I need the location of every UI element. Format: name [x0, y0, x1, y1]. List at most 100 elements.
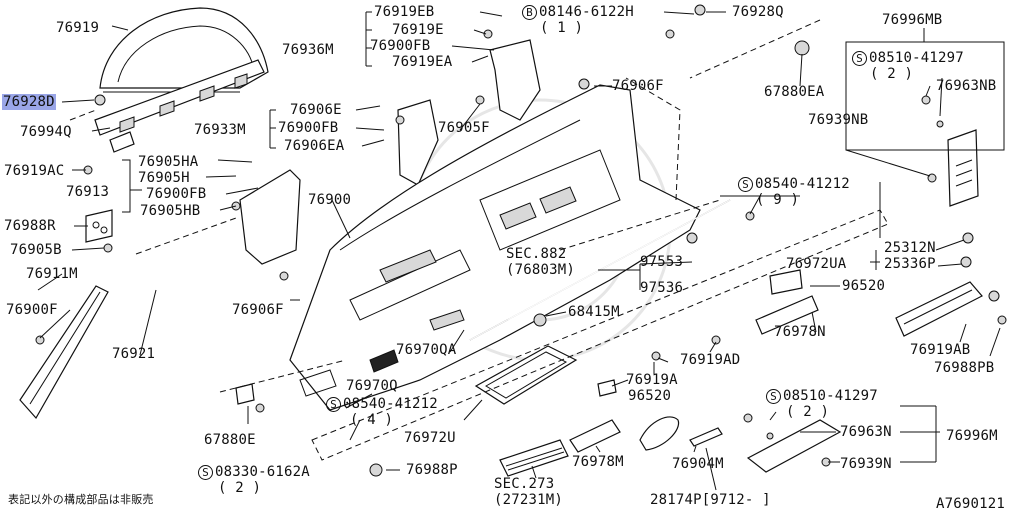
circle-s-icon: S — [738, 177, 753, 192]
label-s08540-a-qty: ( 9 ) — [756, 192, 800, 208]
circle-b-icon: B — [522, 5, 537, 20]
leader-lines — [37, 11, 1005, 491]
label-b08146-qty: ( 1 ) — [540, 20, 584, 36]
label-76900FB-c: 76900FB — [146, 186, 207, 202]
instrument-panel-part — [289, 84, 701, 411]
weatherstrip-part — [76, 238, 220, 481]
label-76970QA: 76970QA — [396, 342, 457, 358]
label-s08510-a-text: 08510-41297 — [869, 50, 964, 66]
label-76919AC: 76919AC — [4, 163, 65, 179]
meter-hood-part — [99, 7, 269, 93]
label-76933M: 76933M — [194, 122, 246, 138]
label-76900FB-b: 76900FB — [278, 120, 339, 136]
pillar-garnish-part — [19, 285, 109, 420]
label-76900FB-a: 76900FB — [370, 38, 431, 54]
label-28174P: 28174P[9712- ] — [650, 492, 771, 508]
label-96520-b: 96520 — [628, 388, 672, 404]
circle-s-icon: S — [766, 389, 781, 404]
label-76963N: 76963N — [840, 424, 892, 440]
label-sec273: SEC.273 — [494, 476, 555, 492]
label-76919EA: 76919EA — [392, 54, 453, 70]
label-76919: 76919 — [56, 20, 100, 36]
diagram-code: A7690121 — [936, 496, 1006, 512]
clip-part-b — [597, 379, 617, 397]
label-76972UA: 76972UA — [786, 256, 847, 272]
label-76978N: 76978N — [774, 324, 826, 340]
label-76988R: 76988R — [4, 218, 56, 234]
label-76936M: 76936M — [282, 42, 334, 58]
label-76919AB: 76919AB — [910, 342, 971, 358]
lower-panel-part — [746, 419, 842, 473]
label-76906F-left: 76906F — [232, 302, 284, 318]
label-s08510-a-qty: ( 2 ) — [870, 66, 914, 82]
label-76970Q: 76970Q — [346, 378, 398, 394]
label-76905F: 76905F — [438, 120, 490, 136]
dashed-outlines — [69, 19, 889, 461]
label-67880E: 67880E — [204, 432, 256, 448]
label-s08330-qty: ( 2 ) — [218, 480, 262, 496]
label-76904M: 76904M — [672, 456, 724, 472]
label-s08510-b-text: 08510-41297 — [783, 388, 878, 404]
label-76994Q: 76994Q — [20, 124, 72, 140]
label-s08330-text: 08330-6162A — [215, 464, 310, 480]
note-text: 表記以外の構成部品は非販売 — [8, 493, 154, 506]
side-pillar-part — [239, 169, 301, 265]
label-76988P: 76988P — [406, 462, 458, 478]
label-s08540-b-text: 08540-41212 — [343, 396, 438, 412]
pillar-trim-lower-part — [397, 99, 439, 186]
label-s08540-b-qty: ( 4 ) — [350, 412, 394, 428]
label-25312N: 25312N — [884, 240, 936, 256]
label-76963NB: 76963NB — [936, 78, 997, 94]
label-sec882: SEC.882 — [506, 246, 567, 262]
label-76919AD: 76919AD — [680, 352, 741, 368]
cover-part-a — [569, 419, 621, 453]
label-76911M: 76911M — [26, 266, 78, 282]
label-sec882-sub: (76803M) — [506, 262, 576, 278]
label-s08510-b-qty: ( 2 ) — [786, 404, 830, 420]
label-76928Q: 76928Q — [732, 4, 784, 20]
label-97536: 97536 — [640, 280, 684, 296]
label-76919A: 76919A — [626, 372, 678, 388]
label-76913: 76913 — [66, 184, 110, 200]
label-76905H: 76905H — [138, 170, 190, 186]
label-76996M: 76996M — [946, 428, 998, 444]
circle-s-icon: S — [198, 465, 213, 480]
label-76906EA: 76906EA — [284, 138, 345, 154]
cover-part-b — [639, 416, 680, 451]
label-s08540-a-text: 08540-41212 — [755, 176, 850, 192]
vent-grille-part — [499, 439, 569, 477]
circle-s-icon: S — [852, 51, 867, 66]
label-76905HB: 76905HB — [140, 203, 201, 219]
label-76939N: 76939N — [840, 456, 892, 472]
label-76900: 76900 — [308, 192, 352, 208]
label-76996MB: 76996MB — [882, 12, 943, 28]
bracket-part — [85, 209, 113, 243]
right-plate-part — [947, 129, 979, 207]
label-76900F: 76900F — [6, 302, 58, 318]
label-76921: 76921 — [112, 346, 156, 362]
circle-s-icon: S — [326, 397, 341, 412]
cover-part-c — [689, 427, 723, 447]
label-76988PB: 76988PB — [934, 360, 995, 376]
label-67880EA: 67880EA — [764, 84, 825, 100]
label-25336P: 25336P — [884, 256, 936, 272]
label-96520-a: 96520 — [842, 278, 886, 294]
label-68415M: 68415M — [568, 304, 620, 320]
right-panel-part — [895, 281, 983, 337]
bracket-strip-part — [94, 59, 265, 153]
label-76978M: 76978M — [572, 454, 624, 470]
label-76919E: 76919E — [392, 22, 444, 38]
clip-part — [235, 383, 255, 405]
label-76972U: 76972U — [404, 430, 456, 446]
label-97553: 97553 — [640, 254, 684, 270]
label-76905HA: 76905HA — [138, 154, 199, 170]
label-sec273-sub: (27231M) — [494, 492, 564, 508]
fasteners — [35, 4, 1007, 477]
